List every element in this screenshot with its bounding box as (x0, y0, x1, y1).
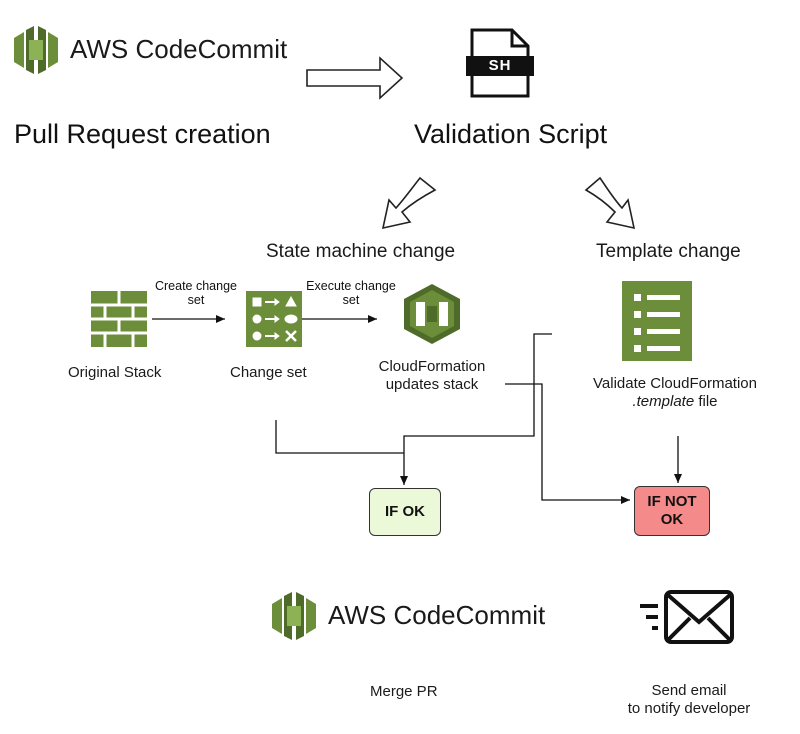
brand-name-top: AWS CodeCommit (70, 34, 288, 64)
original-stack-label: Original Stack (68, 364, 162, 381)
state-machine-change-label: State machine change (266, 241, 456, 262)
validate-template-label: Validate CloudFormation .template file (580, 375, 770, 411)
cf-updates-label: CloudFormation updates stack (362, 358, 502, 394)
send-email-label: Send email to notify developer (614, 682, 764, 718)
codecommit-logo-bottom-icon (268, 590, 320, 642)
execute-change-set-line2: set (342, 293, 360, 307)
hollow-arrow-down-right (584, 176, 636, 230)
execute-change-set-line1: Execute change (306, 279, 396, 293)
send-email-line2: to notify developer (627, 700, 751, 717)
validate-line1: Validate CloudFormation (593, 375, 757, 392)
if-ok-box: IF OK (369, 488, 441, 536)
shell-script-icon: SH (464, 28, 536, 98)
template-to-ok-line (403, 333, 552, 453)
if-not-ok-line2: OK (660, 511, 684, 528)
script-icon-text: SH (488, 57, 512, 74)
hollow-arrow-down-left (381, 176, 437, 230)
hollow-arrow-right (306, 56, 404, 100)
create-change-set-line2: set (187, 293, 205, 307)
if-not-ok-line1: IF NOT (647, 493, 697, 510)
email-icon (636, 586, 736, 646)
send-email-line1: Send email (651, 682, 727, 699)
change-set-icon (246, 291, 302, 347)
change-set-label: Change set (230, 364, 307, 381)
changeset-to-ok-line (275, 420, 404, 454)
template-italic: .template (632, 393, 695, 410)
checklist-icon (622, 281, 692, 361)
cf-to-notok-line (505, 383, 630, 504)
create-change-set-line1: Create change (154, 279, 237, 293)
if-not-ok-box: IF NOT OK (634, 486, 710, 536)
create-change-set-label: Create change set (148, 279, 244, 307)
validate-line2: .template file (580, 393, 770, 411)
pr-creation-label: Pull Request creation (14, 119, 271, 149)
codecommit-logo-icon (10, 24, 62, 76)
execute-change-set-label: Execute change set (298, 279, 404, 307)
original-stack-icon (91, 291, 147, 347)
template-change-label: Template change (596, 241, 741, 262)
if-ok-label: IF OK (385, 503, 425, 520)
brand-name-bottom: AWS CodeCommit (328, 600, 546, 630)
merge-pr-label: Merge PR (370, 683, 438, 700)
cf-updates-line1: CloudFormation (378, 358, 486, 375)
cloudformation-icon (400, 282, 464, 346)
validate-rest: file (694, 393, 718, 410)
validation-script-label: Validation Script (414, 119, 608, 149)
cf-updates-line2: updates stack (385, 376, 479, 393)
